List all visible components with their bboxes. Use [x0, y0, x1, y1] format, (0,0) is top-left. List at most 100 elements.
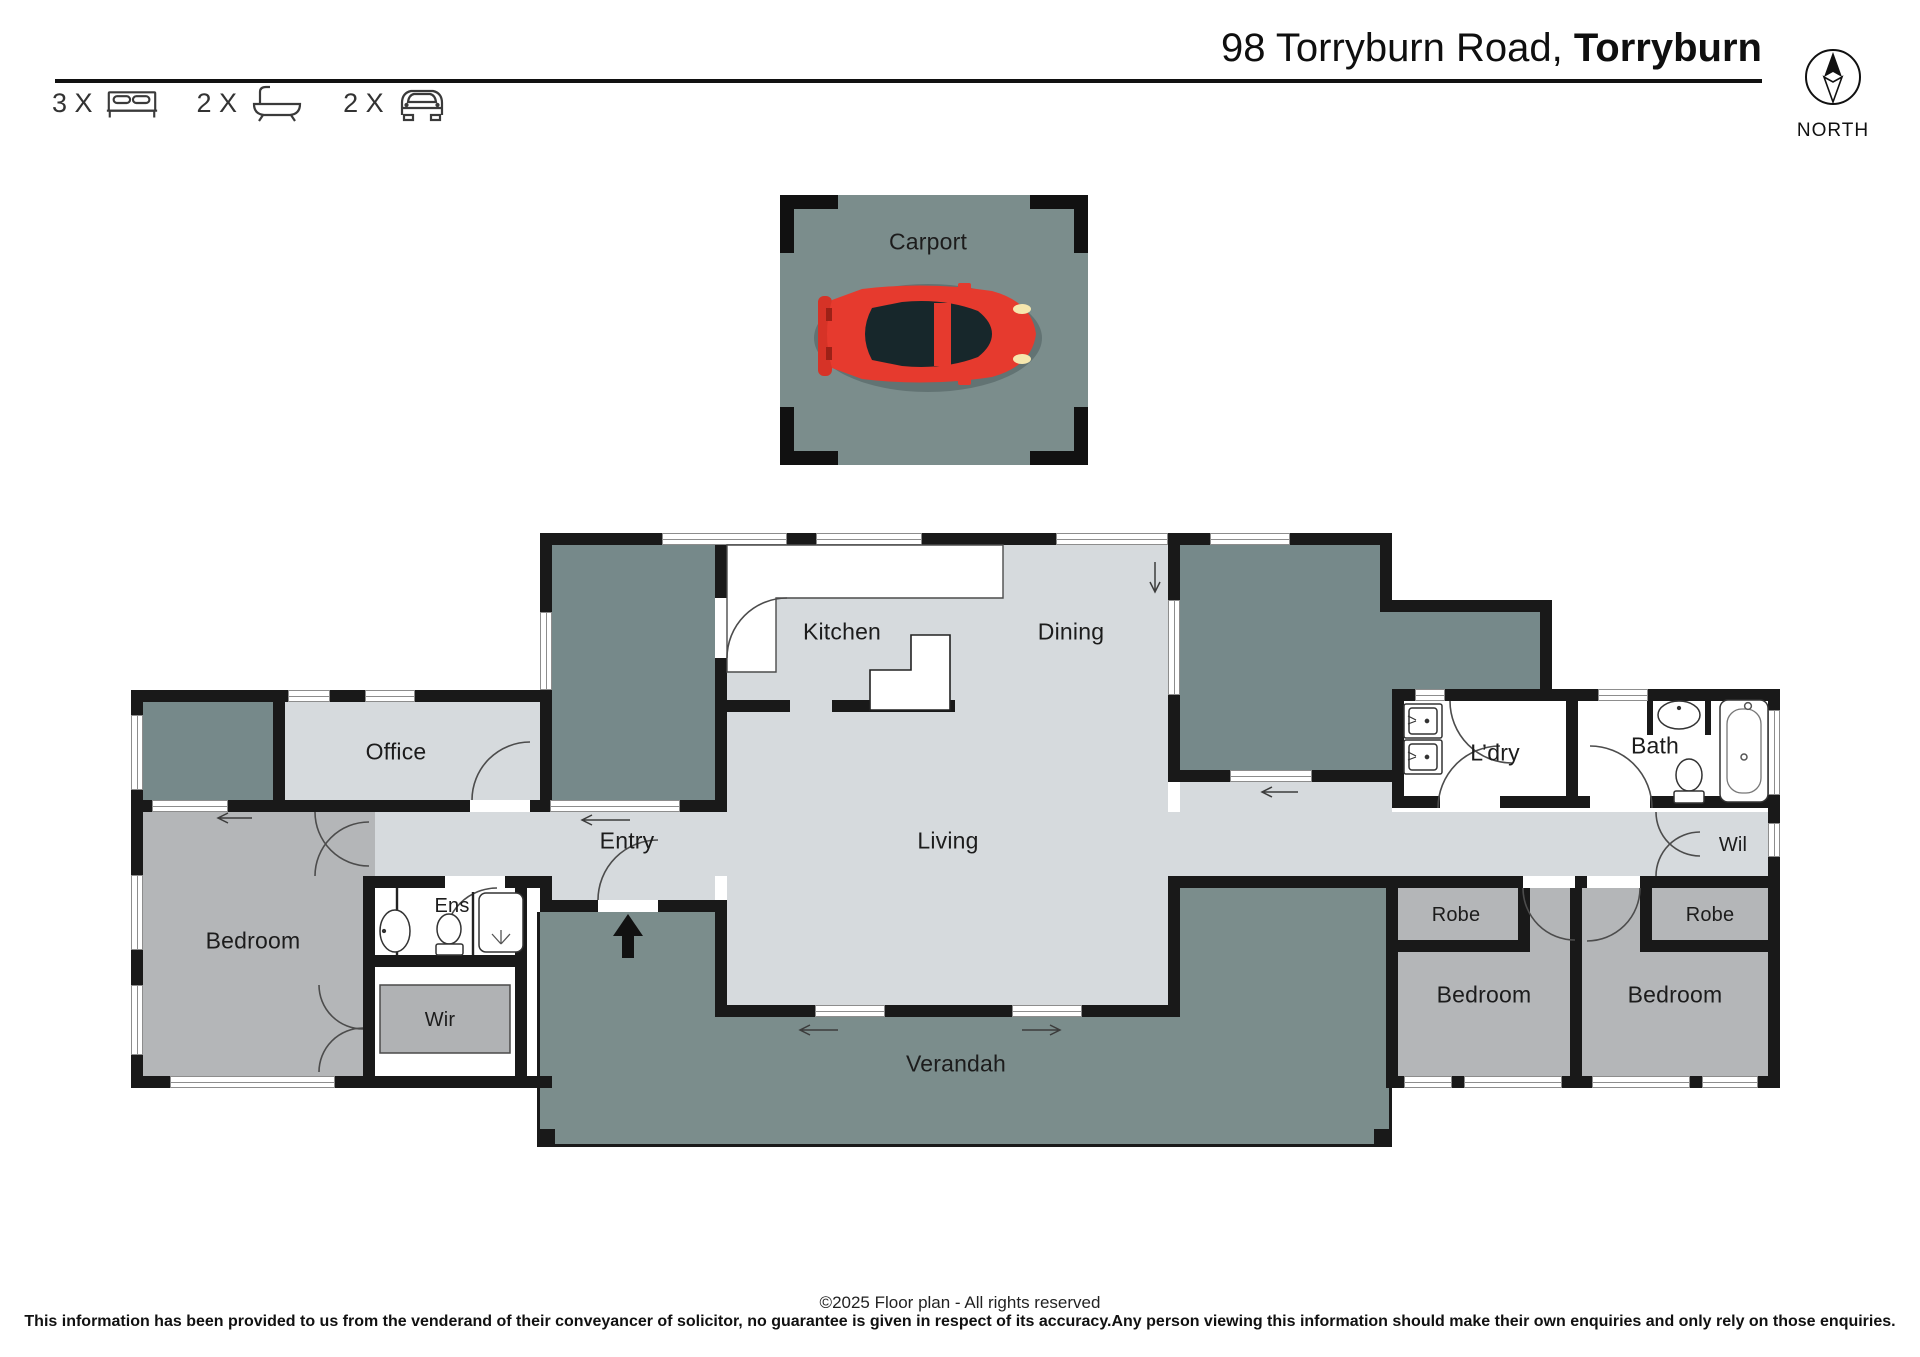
- stat-bedrooms: 3 X: [52, 85, 161, 121]
- room-fill: [552, 812, 715, 900]
- stat-bathrooms: 2 X: [197, 84, 308, 122]
- wall: [1389, 1017, 1392, 1147]
- wall: [1500, 796, 1590, 808]
- window: [1768, 710, 1780, 795]
- window: [152, 800, 228, 812]
- room-fill: [727, 545, 1168, 1005]
- wall: [658, 900, 727, 912]
- copyright-line: ©2025 Floor plan - All rights reserved: [819, 1293, 1101, 1312]
- bath-icon: [252, 85, 302, 122]
- room-label-ens: Ens: [434, 895, 470, 917]
- wall: [537, 1129, 555, 1147]
- window: [1598, 689, 1648, 701]
- wall: [1374, 1129, 1392, 1147]
- wall: [1398, 940, 1530, 952]
- room-fill: [1180, 782, 1392, 876]
- room-label-bath: Bath: [1630, 732, 1680, 759]
- bedroom-count: 3 X: [52, 87, 93, 118]
- wall: [1392, 689, 1780, 701]
- room-label-laundry: L’dry: [1470, 739, 1520, 766]
- window: [816, 533, 922, 545]
- room-label-living: Living: [917, 827, 979, 854]
- window: [170, 1076, 335, 1088]
- north-label: NORTH: [1796, 120, 1870, 141]
- car-count: 2 X: [343, 87, 384, 118]
- room-label-carport: Carport: [888, 228, 968, 255]
- room-label-wir: Wir: [424, 1009, 456, 1031]
- disclaimer-line: This information has been provided to us…: [24, 1313, 1896, 1330]
- wall: [505, 876, 540, 888]
- wall: [1168, 876, 1180, 1017]
- room-fill: [1398, 888, 1518, 940]
- wall: [715, 1005, 1180, 1017]
- window: [540, 612, 552, 690]
- bed-icon: [106, 91, 157, 118]
- room-fill: [537, 1017, 1392, 1147]
- wall: [727, 700, 790, 712]
- room-label-kitchen: Kitchen: [802, 618, 882, 645]
- room-label-office: Office: [365, 738, 427, 765]
- wall: [515, 888, 527, 1076]
- wall: [131, 690, 540, 702]
- wall: [1392, 796, 1440, 808]
- room-fill: [1392, 612, 1540, 689]
- window: [815, 1005, 885, 1017]
- room-fill: [1180, 545, 1392, 770]
- window: [1404, 1076, 1452, 1088]
- wall: [1392, 600, 1552, 612]
- wall: [363, 876, 375, 1076]
- window: [131, 715, 143, 790]
- room-fill: [1652, 888, 1768, 940]
- window: [1415, 689, 1445, 701]
- window: [1210, 533, 1290, 545]
- room-label-verandah: Verandah: [905, 1050, 1007, 1077]
- wall: [1380, 545, 1392, 612]
- compass-icon: [1805, 49, 1861, 105]
- window: [1464, 1076, 1562, 1088]
- page-title: 98 Torryburn Road, Torryburn: [1221, 26, 1762, 71]
- stat-cars: 2 X: [343, 84, 450, 122]
- wall: [1650, 796, 1780, 808]
- address-street: 98 Torryburn Road,: [1221, 26, 1574, 70]
- window: [1056, 533, 1168, 545]
- wall: [1566, 701, 1578, 808]
- wall: [1570, 888, 1582, 1088]
- room-label-entry: Entry: [599, 827, 655, 854]
- room-label-robe1: Robe: [1431, 904, 1481, 926]
- room-label-robe2: Robe: [1685, 904, 1735, 926]
- room-label-bedroom2: Bedroom: [1436, 981, 1532, 1008]
- wall: [1392, 701, 1404, 808]
- wall: [273, 702, 285, 812]
- wall: [1640, 876, 1780, 888]
- window: [1168, 600, 1180, 695]
- window: [1768, 823, 1780, 857]
- window: [662, 533, 787, 545]
- window: [1702, 1076, 1758, 1088]
- room-label-bedroom-master: Bedroom: [205, 927, 301, 954]
- wall: [540, 900, 598, 912]
- car-icon: [400, 89, 443, 122]
- room-fill: [1180, 888, 1386, 1017]
- wall: [537, 1144, 1392, 1147]
- title-underline: [55, 79, 1762, 83]
- room-label-wil: Wil: [1718, 834, 1748, 856]
- wall: [1575, 876, 1587, 888]
- wall: [715, 912, 727, 1005]
- wall: [1180, 876, 1523, 888]
- window: [131, 875, 143, 950]
- window: [1230, 770, 1312, 782]
- wall: [1386, 888, 1398, 1088]
- wall: [375, 955, 527, 967]
- wall: [715, 658, 727, 812]
- wall: [1640, 888, 1652, 940]
- wall: [530, 800, 540, 812]
- bathroom-count: 2 X: [196, 87, 238, 118]
- wall: [1540, 600, 1552, 701]
- wall: [1640, 940, 1768, 952]
- address-suburb: Torryburn: [1573, 26, 1762, 70]
- wall: [832, 700, 955, 712]
- property-stats: 3 X 2 X 2 X: [52, 84, 472, 122]
- window: [365, 690, 415, 702]
- window: [1592, 1076, 1690, 1088]
